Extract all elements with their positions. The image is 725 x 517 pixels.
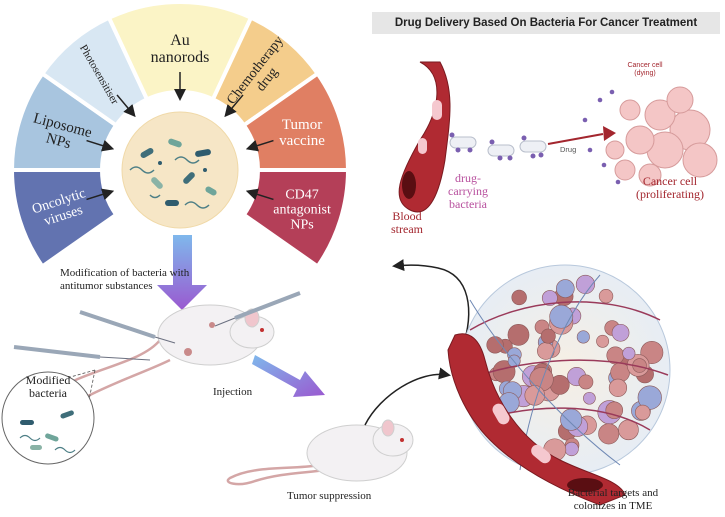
mouse-injection [13,291,301,406]
label-cancer-dying: Cancer cell (dying) [627,62,663,77]
tme-cell [564,441,579,457]
label-modified-bacteria: Modified bacteria [25,373,71,400]
label-blood-stream: Blood stream [391,209,423,236]
wheel-arrow-photosensitiser [116,94,136,118]
tme-cell [622,346,636,360]
arrow-to-blood [392,259,470,351]
tumor-microenvironment [459,264,671,476]
wheel-segment-oncolytic [9,168,119,270]
cancer-cells-top [582,86,718,187]
tme-cell [556,279,575,298]
tme-cell [634,404,651,421]
blood-vessel-bottom [447,333,626,506]
tme-cell [578,374,594,390]
tme-cell [511,289,527,306]
modification-wheel [9,0,351,270]
label-drug: Drug [560,145,577,154]
drug-arrow [603,126,616,141]
tme-cell [596,334,610,348]
tme-cell [583,391,596,405]
tme-cell [549,304,574,329]
arrow-to-tme [364,367,451,426]
drug-bacteria-trail [449,132,547,161]
label-injection: Injection [213,386,253,398]
tme-cell [576,330,590,344]
wheel-arrow-oncolytic [86,188,115,201]
tme-cell [598,288,614,304]
diagram-title: Drug Delivery Based On Bacteria For Canc… [372,12,720,34]
arrow-diagonal-gradient [252,355,325,397]
blood-vessel-top [398,61,451,213]
tme-cell [541,290,558,306]
label-drug-carrying-bacteria: drug-carrying bacteria [448,171,488,211]
wheel-arrow-tumor-vaccine [245,139,274,152]
tme-cell [598,423,620,445]
bacteria-cluster [121,111,239,229]
tme-cell [608,378,628,397]
wheel-arrow-cd47 [245,188,274,201]
label-cancer-proliferating: Cancer cell (proliferating) [636,174,704,201]
arrow-down-gradient [157,235,207,310]
tme-cell [560,408,583,431]
wheel-arrow-chemotherapy [224,94,244,118]
tme-cell [507,323,530,346]
mouse-tumor-suppression [226,419,414,486]
tme-cell [611,323,630,342]
wheel-segment-cd47 [241,168,351,270]
label-tumor-suppression: Tumor suppression [287,490,372,502]
bacteria-cluster-icons [129,138,217,209]
label-modification: Modification of bacteria with antitumor … [60,267,190,292]
modified-bacteria-zoom [1,369,96,465]
label-bacterial-targets: Bacterial targets and colonizes in TME [567,487,659,512]
wheel-arrow-liposome [86,139,115,152]
tme-cell [540,328,556,344]
